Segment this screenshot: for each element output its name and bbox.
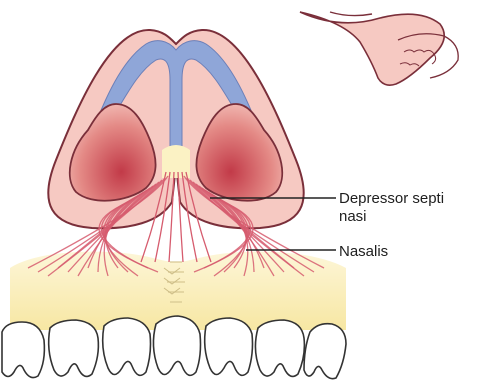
upper-teeth (2, 316, 346, 379)
upper-right-cartilage-detail (300, 12, 458, 85)
tooth (255, 320, 304, 376)
tooth (304, 324, 346, 379)
tooth (2, 322, 44, 378)
tooth (49, 320, 99, 376)
tooth (205, 318, 253, 375)
nasalis-label: Nasalis (339, 243, 388, 261)
depressor-label-line1: Depressor septi (339, 190, 444, 208)
depressor-septi-nasi-label: Depressor septi nasi (339, 190, 444, 226)
tooth (153, 316, 200, 375)
tooth (103, 318, 151, 375)
depressor-label-line2: nasi (339, 208, 444, 226)
